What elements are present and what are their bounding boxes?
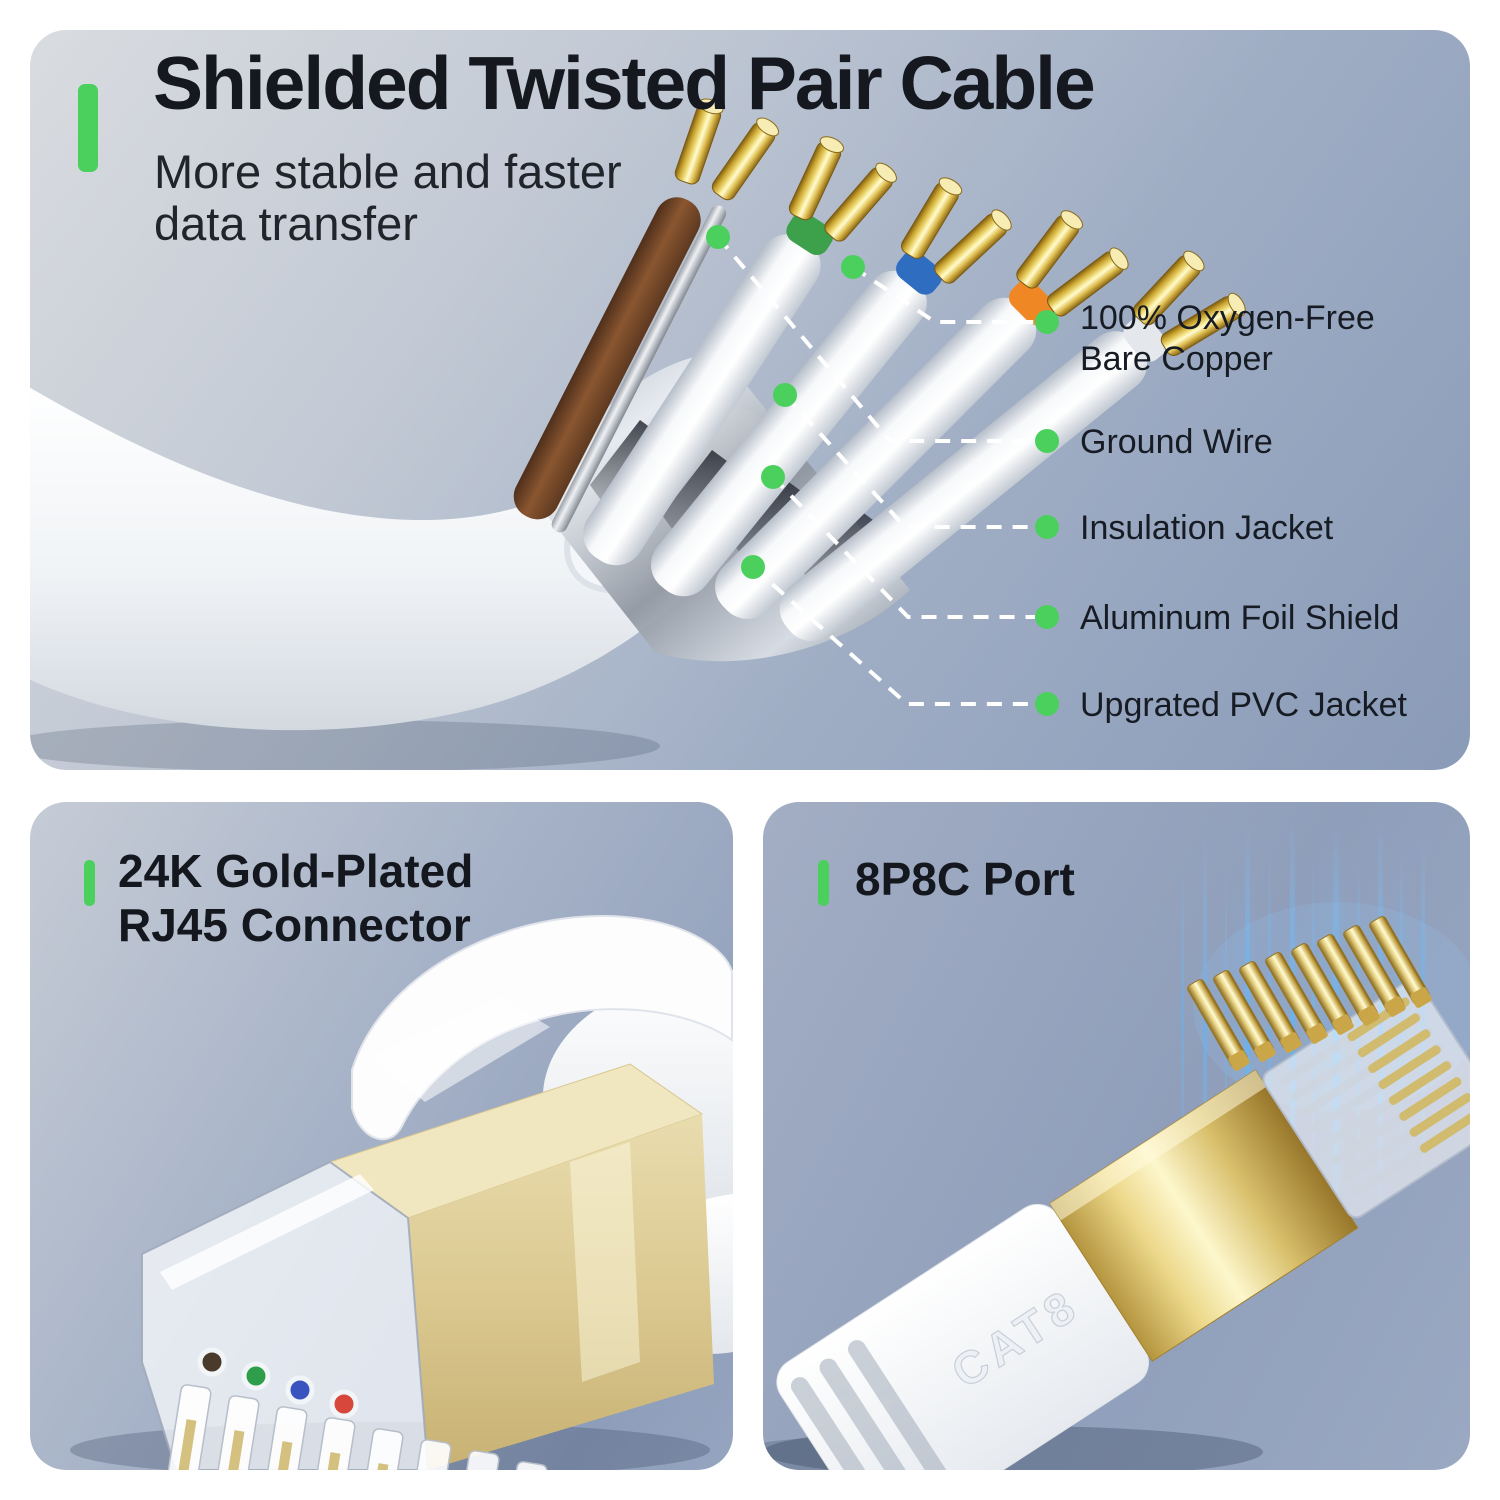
- clear-nose-band: [160, 1174, 374, 1290]
- rj45-connector-illustration: [70, 914, 733, 1470]
- copper-tips: [788, 136, 897, 242]
- contact-comb-teeth: [167, 1384, 548, 1470]
- panel-title-8p8c: 8P8C Port: [855, 853, 1075, 905]
- callout-label-pvc-jacket: Upgrated PVC Jacket: [1080, 686, 1407, 724]
- callout-leader-lines: [716, 235, 1035, 706]
- latch-hook: [351, 914, 733, 1141]
- pair-collar: [1123, 315, 1168, 362]
- pin-slots: [1280, 995, 1470, 1197]
- wire-pair-green: [583, 136, 897, 566]
- panel-8p8c-port: CAT8: [763, 802, 1470, 1470]
- panel-title-rj45: 24K Gold-Plated RJ45 Connector: [118, 845, 474, 951]
- callout-label-dots: [1035, 310, 1059, 716]
- wire-pair-brown: [513, 98, 780, 533]
- copper-tips: [901, 177, 1012, 284]
- callout-label-aluminum-foil-shield: Aluminum Foil Shield: [1080, 599, 1400, 637]
- 8p8c-port-illustration: CAT8: [763, 817, 1470, 1470]
- clear-nose: [141, 1160, 430, 1470]
- cable-cutaway-illustration: [30, 98, 1246, 770]
- boot-rib-slots: [790, 1340, 950, 1470]
- copper-tips: [1016, 210, 1129, 317]
- panel-shielded-cable: Shielded Twisted Pair Cable More stable …: [30, 30, 1470, 770]
- callout-label-bare-copper: 100% Oxygen-Free Bare Copper: [1080, 299, 1375, 378]
- wire-pair-blue: [650, 177, 1012, 597]
- cable-body: [30, 387, 770, 731]
- cable-floor-shadow: [30, 720, 660, 770]
- gold-specular: [570, 1142, 640, 1382]
- page-title: Shielded Twisted Pair Cable: [153, 41, 1096, 125]
- gold-shield-highlight: [1049, 1070, 1267, 1221]
- copper-tips: [674, 98, 780, 201]
- copper-tips: [1132, 250, 1246, 356]
- connector-body: CAT8: [776, 978, 1470, 1470]
- wire-pair-white: [779, 250, 1246, 642]
- callout-anchor-dots: [706, 225, 865, 579]
- accent-bar: [818, 860, 829, 906]
- wire-end-dots: [197, 1347, 359, 1419]
- ground-wire-strands: [551, 205, 727, 533]
- gold-pin-comb: [1187, 916, 1432, 1071]
- clear-top-wedge: [370, 997, 550, 1102]
- pair-collar: [896, 250, 943, 295]
- pair-collar: [786, 212, 834, 256]
- callout-label-ground-wire: Ground Wire: [1080, 423, 1273, 461]
- page-subtitle: More stable and faster data transfer: [154, 145, 622, 250]
- accent-bar: [78, 84, 98, 172]
- panel-rj45-connector: 24K Gold-Plated RJ45 Connector: [30, 802, 733, 1470]
- callout-label-insulation-jacket: Insulation Jacket: [1080, 509, 1334, 547]
- gold-shield-front: [408, 1114, 714, 1470]
- accent-bar: [84, 860, 95, 906]
